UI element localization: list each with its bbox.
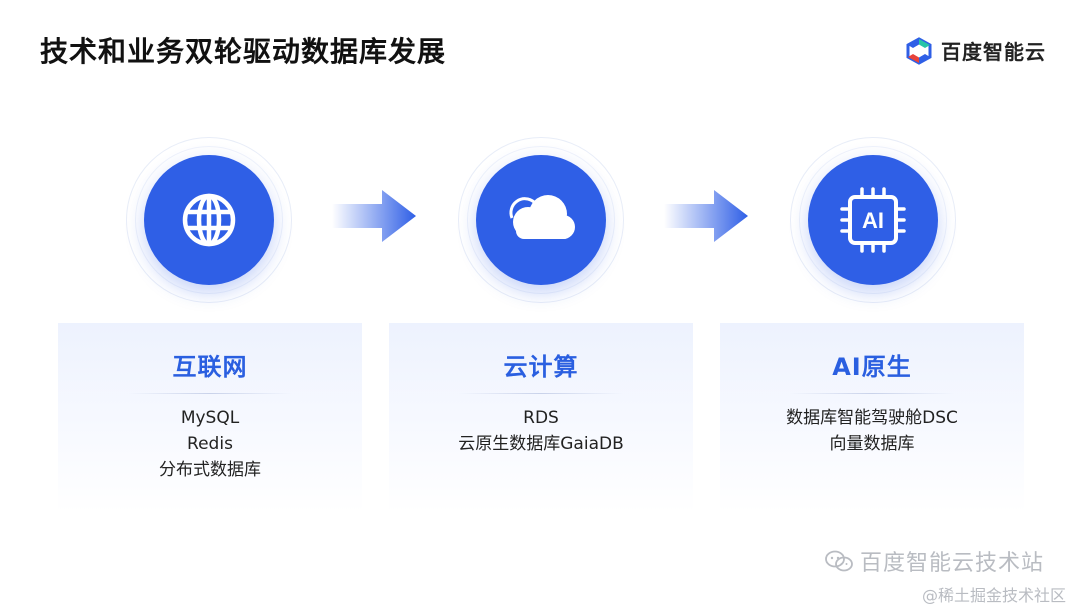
stage-item: 分布式数据库 [159, 460, 261, 480]
stage-items: 数据库智能驾驶舱DSC 向量数据库 [720, 405, 1024, 457]
divider [459, 393, 623, 394]
divider [128, 393, 292, 394]
stage-title: AI原生 [832, 353, 912, 381]
stage-items: MySQL Redis 分布式数据库 [58, 405, 362, 483]
stage-card-internet: 互联网 MySQL Redis 分布式数据库 [58, 323, 362, 513]
ai-chip-label: AI [862, 208, 884, 233]
wechat-icon [825, 550, 853, 572]
stage-3-circle: AI [790, 137, 956, 303]
stage-item: 数据库智能驾驶舱DSC [786, 408, 958, 428]
stage-title: 互联网 [172, 353, 248, 381]
stage-2-circle [458, 137, 624, 303]
cloud-icon [509, 195, 575, 239]
watermark-community: @稀土掘金技术社区 [921, 586, 1066, 605]
stage-card-cloud: 云计算 RDS 云原生数据库GaiaDB [389, 323, 693, 513]
stage-item: RDS [523, 408, 559, 428]
slide-title: 技术和业务双轮驱动数据库发展 [40, 35, 447, 68]
stage-item: 云原生数据库GaiaDB [458, 434, 624, 454]
stage-item: Redis [187, 434, 233, 454]
stage-title: 云计算 [503, 353, 579, 381]
stage-items: RDS 云原生数据库GaiaDB [389, 405, 693, 457]
stage-item: MySQL [180, 408, 240, 428]
watermark-channel: 百度智能云技术站 [824, 545, 1044, 577]
divider [790, 393, 954, 394]
ai-chip-icon: AI [840, 187, 906, 253]
brand: 百度智能云 [905, 36, 1046, 65]
arrow-right-icon [332, 190, 416, 242]
stage-1-circle [126, 137, 292, 303]
watermark-text: 百度智能云技术站 [859, 551, 1044, 576]
brand-name: 百度智能云 [941, 40, 1046, 64]
arrow-right-icon [664, 190, 748, 242]
stage-card-ai-native: AI原生 数据库智能驾驶舱DSC 向量数据库 [720, 323, 1024, 513]
baidu-cloud-logo-icon [906, 36, 932, 65]
globe-icon [182, 193, 236, 247]
stage-item: 向量数据库 [829, 434, 915, 454]
